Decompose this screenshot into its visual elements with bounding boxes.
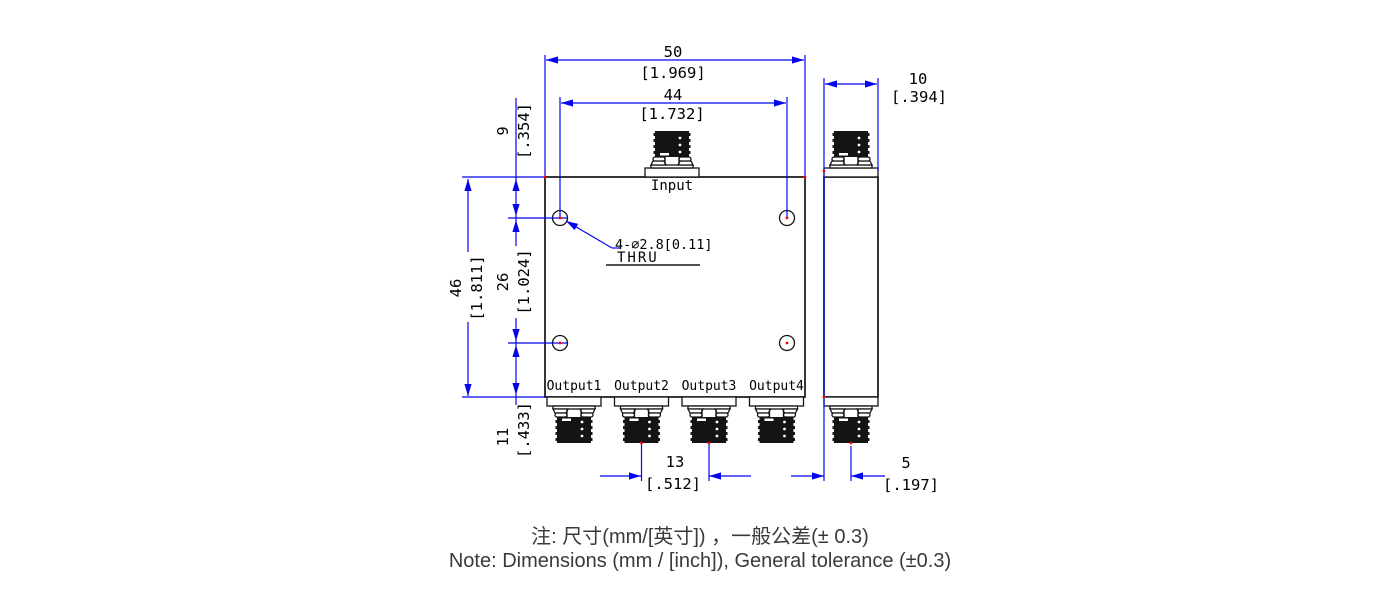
dim-output-pitch-inch: [.512]: [645, 475, 701, 493]
side-top-connector: [823, 130, 879, 178]
dim-body-thickness-inch: [.394]: [891, 88, 947, 106]
dim-top-hole-offset-inch: [.354]: [515, 103, 533, 159]
dim-overall-height-mm: 46: [447, 279, 465, 298]
output3-connector: [681, 396, 737, 444]
dim-connector-offset-inch: [.197]: [883, 476, 939, 494]
dim-bottom-hole-offset-mm: 11: [494, 428, 512, 447]
dim-hole-spacing-h-inch: [1.732]: [639, 105, 704, 123]
dim-connector-offset-mm: 5: [901, 454, 910, 472]
notes: 注: 尺寸(mm/[英寸]) ，一般公差(± 0.3) Note: Dimens…: [449, 525, 951, 572]
hole-callout: 4-∅2.8[0.11] THRU: [606, 237, 713, 266]
dim-overall-height-inch: [1.811]: [468, 255, 486, 320]
output2-label: Output2: [614, 379, 669, 394]
dimension-texts: 50 [1.969] 44 [1.732] 10 [.394] 9 [.354]…: [447, 43, 947, 494]
output1-connector: [546, 396, 602, 444]
output3-label: Output3: [682, 379, 737, 394]
center-marks: [543, 169, 853, 445]
dim-overall-width-mm: 50: [664, 43, 683, 61]
note-line-english: Note: Dimensions (mm / [inch]), General …: [449, 550, 951, 572]
side-view: [823, 130, 879, 444]
input-port-label: Input: [651, 178, 693, 194]
front-view-body: [544, 176, 806, 398]
dim-hole-spacing-v-mm: 26: [494, 273, 512, 292]
output4-label: Output4: [749, 379, 804, 394]
output1-label: Output1: [547, 379, 602, 394]
port-labels: Input Output1 Output2 Output3 Output4: [547, 178, 804, 394]
dim-hole-spacing-v-inch: [1.024]: [515, 249, 533, 314]
output2-connector: [613, 396, 670, 444]
front-view: [544, 130, 806, 444]
output4-connector: [748, 396, 805, 444]
note-line-chinese: 注: 尺寸(mm/[英寸]) ，一般公差(± 0.3): [531, 525, 869, 548]
side-view-body: [823, 176, 879, 398]
dim-overall-width-inch: [1.969]: [640, 64, 705, 82]
dim-body-thickness-mm: 10: [909, 70, 928, 88]
dim-top-hole-offset-mm: 9: [494, 126, 512, 135]
dim-output-pitch-mm: 13: [666, 453, 685, 471]
dim-hole-spacing-h-mm: 44: [664, 86, 683, 104]
dim-bottom-hole-offset-inch: [.433]: [515, 402, 533, 458]
side-bottom-connector: [823, 396, 879, 444]
hole-callout-thru: THRU: [617, 250, 659, 266]
hole-callout-size: 4-∅2.8[0.11]: [615, 237, 713, 253]
input-connector: [644, 130, 700, 178]
